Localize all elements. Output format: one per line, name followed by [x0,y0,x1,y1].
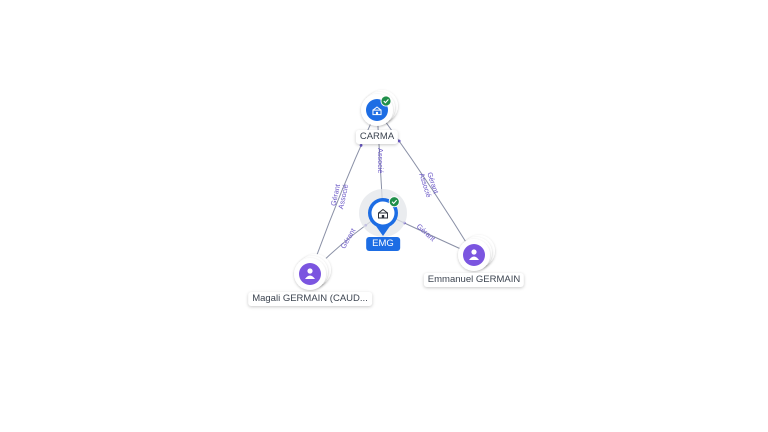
verified-check-icon [388,196,400,208]
edge-line [309,109,378,275]
node-label-carma[interactable]: CARMA [355,130,399,144]
edge-label: Gérant [339,227,358,251]
building-icon [378,208,388,219]
node-magali[interactable] [294,254,331,290]
node-label-magali[interactable]: Magali GERMAIN (CAUD... [248,292,372,306]
node-emmanuel[interactable] [458,235,495,271]
node-disc [299,263,321,285]
edge-label: GérantAssocié [417,169,441,198]
edge-label: Gérant [415,222,437,243]
edge-line [376,109,475,256]
node-emg[interactable] [359,189,407,237]
edge-arrow [397,139,401,143]
edge-magali-carma[interactable]: GérantAssocié [309,109,378,275]
edge-label: Associé [376,148,385,173]
building-icon [372,106,382,116]
person-icon [469,249,479,260]
node-label-emmanuel[interactable]: Emmanuel GERMAIN [423,273,525,287]
node-disc [463,244,485,266]
verified-check-icon [380,95,392,107]
edge-arrow [359,143,363,147]
node-carma[interactable] [361,90,398,126]
pin-tip [376,226,390,236]
person-icon [305,268,315,279]
node-label-emg[interactable]: EMG [366,237,400,251]
edge-label: GérantAssocié [328,182,350,210]
